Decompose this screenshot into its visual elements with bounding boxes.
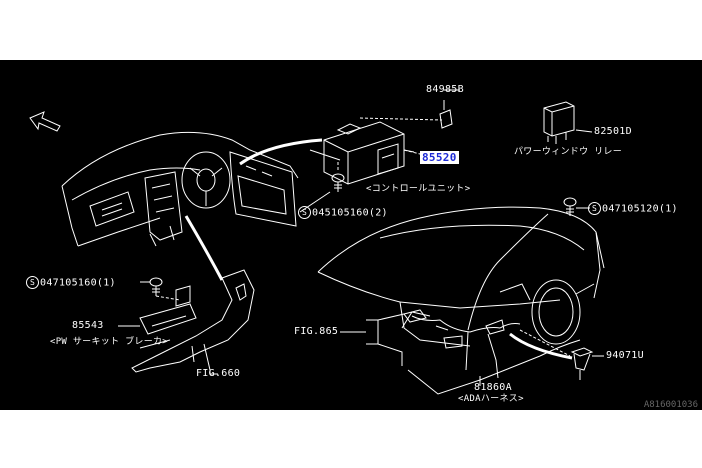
part-label-85520-wrap: 85520 — [420, 151, 459, 165]
dashboard-illustration — [61, 131, 299, 247]
diagram-background — [0, 60, 702, 410]
part-label-84985b: 84985B — [426, 84, 464, 95]
s-marker-icon: S — [26, 276, 39, 289]
relay-82501d-icon — [543, 101, 593, 144]
s-marker-icon: S — [588, 202, 601, 215]
part-label-pw-circuit-breaker: <PW サーキット ブレーカ> — [50, 337, 169, 347]
part-label-ada-harness: <ADAハーネス> — [458, 394, 524, 404]
fig-label-660: FIG.660 — [196, 368, 241, 379]
part-label-81860a: 81860A — [474, 382, 512, 393]
screw-part-number: 047105160(1) — [40, 277, 116, 289]
reference-code: A816001036 — [643, 400, 698, 410]
part-label-82501d: 82501D — [594, 126, 632, 137]
part-label-control-unit: <コントロールユニット> — [366, 184, 471, 194]
s-marker-icon: S — [298, 206, 311, 219]
leader-line — [209, 370, 218, 375]
part-label-85543: 85543 — [72, 320, 104, 331]
circuit-breaker-illustration — [131, 269, 255, 373]
screw-icon — [331, 162, 345, 192]
fig865-bracket — [340, 313, 405, 366]
control-unit-illustration — [309, 117, 443, 185]
screw-part-number: 045105160(2) — [312, 207, 388, 219]
clip-94071u-icon — [519, 329, 604, 380]
harness-81860a-illustration — [403, 213, 549, 379]
bracket-84985b-icon — [439, 100, 453, 129]
part-label-94071u: 94071U — [606, 350, 644, 361]
part-label-power-window-relay: パワーウィンドウ リレー — [514, 147, 623, 157]
screw-part-number: 047105120(1) — [602, 203, 678, 215]
connector-arcs — [184, 138, 573, 360]
part-label-85520[interactable]: 85520 — [420, 151, 459, 164]
fig-label-865: FIG.865 — [294, 326, 339, 337]
front-arrow-icon — [29, 111, 61, 132]
